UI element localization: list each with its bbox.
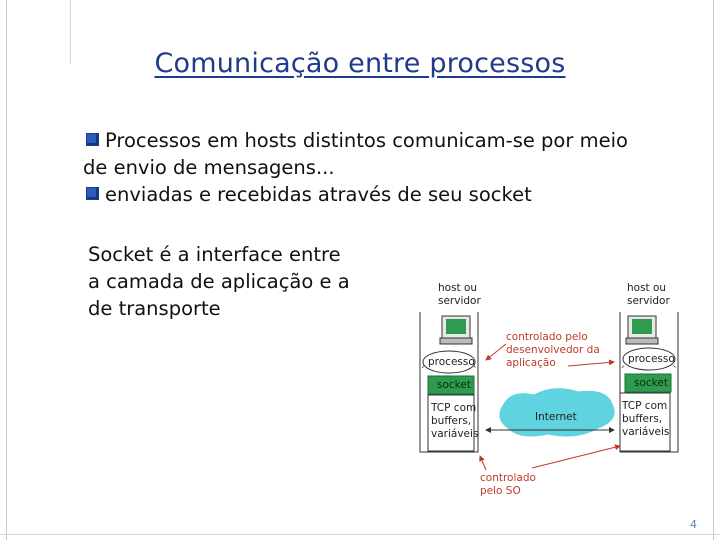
right-tcp-label: TCP com buffers, variáveis xyxy=(622,400,669,439)
diagram-graphic xyxy=(419,312,679,471)
os-controlled-label: controlado pelo SO xyxy=(480,472,536,498)
socket-desc-line2: a camada de aplicação e a xyxy=(88,270,350,293)
left-tcp-line1: TCP com xyxy=(431,402,477,414)
left-host-label-line2: servidor xyxy=(438,295,481,307)
left-tcp-label: TCP com buffers, variáveis xyxy=(431,402,478,441)
frame-line-right xyxy=(713,0,714,540)
frame-line-left-inner xyxy=(70,0,71,64)
right-host-label-line2: servidor xyxy=(627,295,670,307)
right-tcp-box xyxy=(619,392,671,452)
left-tcp-line3: variáveis xyxy=(431,428,479,440)
socket-desc-line1: Socket é a interface entre xyxy=(88,243,341,266)
right-host-label-line1: host ou xyxy=(627,282,667,294)
socket-desc-line3: de transporte xyxy=(88,297,221,320)
right-tcp-line1: TCP com xyxy=(622,400,668,412)
page-number: 4 xyxy=(690,518,697,531)
bullet-1-line1: Processos em hosts distintos comunicam-s… xyxy=(105,129,628,152)
app-control-arrow xyxy=(485,343,507,361)
app-controlled-line2: desenvolvedor da xyxy=(506,344,600,356)
right-tcp-line2: buffers, xyxy=(622,413,663,425)
left-computer-icon xyxy=(439,315,473,345)
bullet-list: Processos em hosts distintos comunicam-s… xyxy=(83,127,706,208)
os-control-arrow xyxy=(479,455,487,471)
left-tcp-box xyxy=(427,394,475,452)
os-control-arrow-right xyxy=(531,444,621,469)
right-tcp-line3: variáveis xyxy=(622,426,670,438)
app-control-arrow-right xyxy=(567,359,615,367)
left-host-label-line1: host ou xyxy=(438,282,478,294)
bullet-1-line2: de envio de mensagens... xyxy=(83,156,335,179)
left-process-label: processo xyxy=(428,356,475,368)
left-host-label: host ou servidor xyxy=(438,282,481,308)
right-computer-icon xyxy=(625,315,659,345)
app-controlled-label: controlado pelo desenvolvedor da aplicaç… xyxy=(506,331,600,370)
internet-label: Internet xyxy=(535,411,577,423)
frame-line-bottom xyxy=(0,534,720,535)
right-host-outline xyxy=(619,312,679,453)
left-socket-label: socket xyxy=(437,379,471,391)
right-process-label: processo xyxy=(628,353,675,365)
bullet-2-text: enviadas e recebidas através de seu sock… xyxy=(105,183,532,206)
page-title: Comunicação entre processos xyxy=(154,48,566,79)
os-controlled-line2: pelo SO xyxy=(480,485,521,497)
bullet-item-1: Processos em hosts distintos comunicam-s… xyxy=(86,127,706,154)
app-controlled-line3: aplicação xyxy=(506,357,556,369)
left-tcp-line2: buffers, xyxy=(431,415,472,427)
left-process-ellipse xyxy=(422,350,476,374)
socket-description: Socket é a interface entre a camada de a… xyxy=(88,241,388,322)
left-socket-box xyxy=(427,375,475,395)
right-socket-label: socket xyxy=(634,377,668,389)
bullet-box-icon xyxy=(86,187,99,200)
frame-line-left xyxy=(6,0,7,540)
right-process-ellipse xyxy=(622,347,676,371)
socket-diagram: host ou servidor host ou servidor proces… xyxy=(408,262,698,502)
bullet-box-icon xyxy=(86,133,99,146)
os-controlled-line1: controlado xyxy=(480,472,536,484)
right-socket-box xyxy=(624,373,672,393)
left-host-outline xyxy=(419,312,479,453)
bullet-item-1-cont: de envio de mensagens... xyxy=(83,154,706,181)
right-host-label: host ou servidor xyxy=(627,282,670,308)
bullet-item-2: enviadas e recebidas através de seu sock… xyxy=(86,181,706,208)
app-controlled-line1: controlado pelo xyxy=(506,331,588,343)
